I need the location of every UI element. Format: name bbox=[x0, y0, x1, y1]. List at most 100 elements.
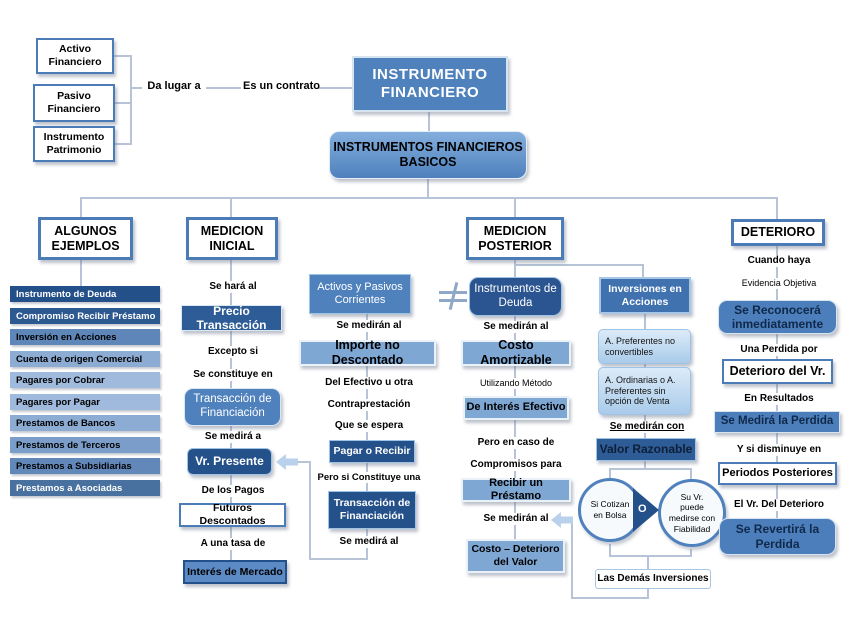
label-se-medira-al: Se medirá al bbox=[329, 536, 409, 548]
connector bbox=[609, 468, 611, 479]
connector bbox=[203, 87, 241, 89]
node-interes-de-mercado: Interés de Mercado bbox=[183, 560, 287, 584]
node-transaccion-financiacion: Transacción de Financiación bbox=[184, 388, 281, 426]
connector bbox=[130, 55, 132, 145]
node-vr-presente: Vr. Presente bbox=[187, 448, 272, 475]
label-contraprestacion: Contraprestación bbox=[322, 399, 416, 411]
connector bbox=[230, 199, 232, 217]
label-se-hara-al: Se hará al bbox=[196, 281, 270, 293]
node-recibir-un-prestamo: Recibir un Préstamo bbox=[461, 477, 571, 502]
connector bbox=[609, 555, 692, 557]
connector bbox=[776, 199, 778, 221]
label-se-constituye-en: Se constituye en bbox=[185, 369, 281, 381]
connector bbox=[315, 87, 352, 89]
connector bbox=[130, 87, 144, 89]
connector bbox=[427, 179, 429, 197]
node-activo-financiero: Activo Financiero bbox=[36, 38, 114, 74]
label-el-vr-del-deterioro: El Vr. Del Deterioro bbox=[731, 499, 827, 511]
ejemplo-item: Prestamos de Terceros bbox=[10, 437, 160, 453]
node-instrumentos-financieros-basicos: INSTRUMENTOS FINANCIEROS BASICOS bbox=[329, 131, 527, 179]
label-es-un-contrato: Es un contrato bbox=[241, 80, 321, 94]
ejemplo-item: Prestamos de Bancos bbox=[10, 415, 160, 431]
node-se-revertira-la-perdida: Se Revertirá la Perdida bbox=[719, 518, 836, 555]
connector bbox=[690, 468, 692, 480]
connector bbox=[309, 558, 367, 560]
node-instrumento-financiero: INSTRUMENTO FINANCIERO bbox=[352, 56, 508, 112]
node-costo-deterioro-del-valor: Costo – Deterioro del Valor bbox=[466, 539, 565, 573]
connector bbox=[115, 143, 132, 145]
connector bbox=[114, 55, 132, 57]
ejemplo-item: Instrumento de Deuda bbox=[10, 286, 160, 302]
label-se-mediran-al: Se medirán al bbox=[329, 320, 409, 332]
label-de-los-pagos: De los Pagos bbox=[194, 485, 272, 497]
connector bbox=[642, 264, 644, 278]
node-deterioro-del-vr: Deterioro del Vr. bbox=[722, 359, 833, 384]
connector bbox=[80, 197, 778, 199]
branch-title-medicion-posterior: MEDICION POSTERIOR bbox=[466, 217, 564, 260]
node-pasivo-financiero: Pasivo Financiero bbox=[33, 84, 115, 122]
connector bbox=[514, 199, 516, 217]
node-instrumentos-de-deuda: Instrumentos de Deuda bbox=[469, 277, 562, 316]
label-utilizando-metodo: Utilizando Método bbox=[470, 378, 562, 389]
label-y-si-disminuye-en: Y si disminuye en bbox=[734, 444, 824, 456]
label-se-mediran-al-2: Se medirán al bbox=[478, 513, 554, 525]
node-periodos-posteriores: Periodos Posteriores bbox=[718, 462, 837, 485]
arrow-left-icon bbox=[276, 454, 298, 470]
ejemplo-item: Inversión en Acciones bbox=[10, 329, 160, 345]
label-del-efectivo: Del Efectivo u otra bbox=[320, 377, 418, 389]
node-se-medira-la-perdida: Se Medirá la Perdida bbox=[714, 411, 840, 433]
connector bbox=[647, 555, 649, 569]
node-las-demas-inversiones: Las Demás Inversiones bbox=[595, 569, 711, 589]
connector bbox=[80, 260, 82, 286]
node-futuros-descontados: Futuros Descontados bbox=[179, 502, 286, 527]
node-transaccion-financiacion-2: Transacción de Financiación bbox=[328, 491, 416, 529]
or-wedge-icon bbox=[633, 488, 659, 532]
node-activos-pasivos-corrientes: Activos y Pasivos Corrientes bbox=[309, 274, 411, 314]
label-compromisos-para: Compromisos para bbox=[468, 459, 564, 471]
node-preferentes-no-convertibles: A. Preferentes no convertibles bbox=[598, 329, 691, 364]
connector bbox=[571, 597, 648, 599]
label-pero-si-constituye: Pero si Constituye una bbox=[314, 472, 424, 484]
node-ordinarias-o-preferentes: A. Ordinarias o A. Preferentes sin opció… bbox=[598, 367, 691, 415]
label-una-perdida-por: Una Perdida por bbox=[736, 344, 822, 356]
node-se-reconocera-inmediatamente: Se Reconocerá inmediatamente bbox=[718, 300, 837, 334]
ejemplo-item: Compromiso Recibir Préstamo bbox=[10, 308, 160, 324]
node-importe-no-descontado: Importe no Descontado bbox=[299, 338, 436, 367]
connector bbox=[514, 264, 644, 266]
connector bbox=[690, 549, 692, 557]
label-se-mediran-con: Se medirán con bbox=[605, 421, 689, 433]
label-que-se-espera: Que se espera bbox=[327, 420, 411, 432]
connector bbox=[366, 314, 368, 560]
node-inversiones-en-acciones: Inversiones en Acciones bbox=[599, 277, 691, 314]
label-en-resultados: En Resultados bbox=[739, 393, 819, 405]
ejemplo-item: Pagares por Cobrar bbox=[10, 372, 160, 388]
connector bbox=[296, 461, 310, 463]
node-su-vr-puede-medirse: Su Vr. puede medirse con Fiabilidad bbox=[658, 479, 726, 547]
connector bbox=[609, 544, 611, 557]
not-equal-icon bbox=[439, 282, 469, 310]
node-si-cotizan-en-bolsa: Si Cotizan en Bolsa bbox=[578, 478, 642, 542]
branch-title-algunos-ejemplos: ALGUNOS EJEMPLOS bbox=[38, 217, 133, 260]
label-se-medira-a: Se medirá a bbox=[193, 431, 273, 443]
ejemplo-item: Pagares por Pagar bbox=[10, 394, 160, 410]
node-de-interes-efectivo: De Interés Efectivo bbox=[463, 396, 569, 420]
connector bbox=[309, 461, 311, 560]
connector bbox=[609, 468, 691, 470]
node-valor-razonable: Valor Razonable bbox=[596, 438, 696, 461]
ejemplo-item: Prestamos a Subsidiarias bbox=[10, 458, 160, 474]
or-label: O bbox=[638, 503, 647, 515]
label-excepto-si: Excepto si bbox=[196, 346, 270, 358]
label-a-una-tasa-de: A una tasa de bbox=[192, 538, 274, 550]
connector bbox=[571, 521, 573, 599]
branch-title-medicion-inicial: MEDICION INICIAL bbox=[186, 217, 278, 260]
label-da-lugar-a: Da lugar a bbox=[142, 80, 206, 94]
not-equal-slash bbox=[448, 282, 459, 310]
label-cuando-haya: Cuando haya bbox=[741, 255, 817, 267]
node-pagar-o-recibir: Pagar o Recibir bbox=[329, 440, 415, 463]
connector bbox=[428, 112, 430, 131]
node-precio-transaccion: Precio Transacción bbox=[181, 304, 282, 332]
connector bbox=[80, 199, 82, 217]
connector bbox=[644, 461, 646, 469]
label-se-mediran-al-1: Se medirán al bbox=[476, 321, 556, 333]
